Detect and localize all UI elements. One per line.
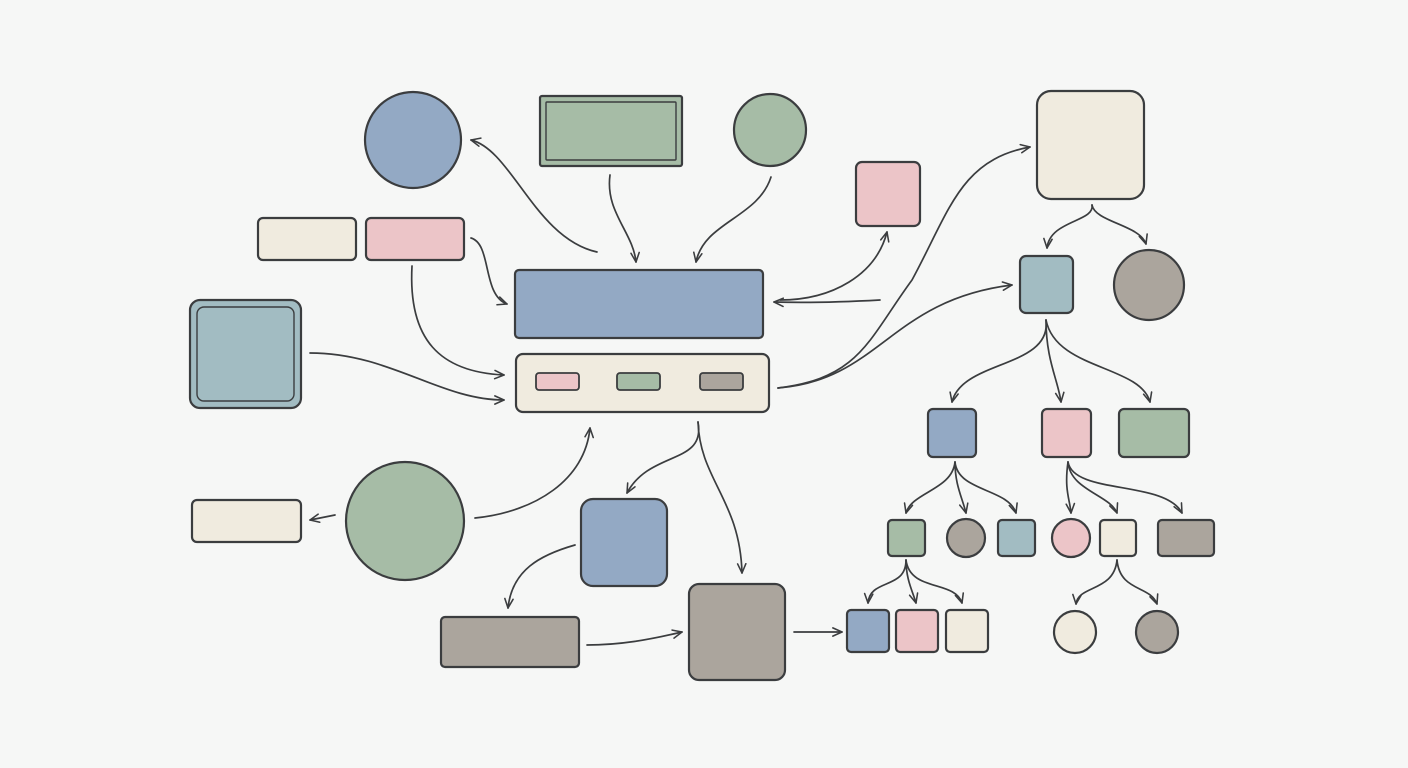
- connector-arrow: [863, 559, 907, 604]
- connector-arrow: [777, 281, 1013, 389]
- connector-arrow: [905, 559, 965, 604]
- node-leaf-green: [886, 518, 927, 558]
- connector-arrow: [309, 352, 505, 405]
- connector-arrow: [1091, 204, 1148, 245]
- node-hub-chip-green: [616, 372, 661, 391]
- node-leaf-teal: [996, 518, 1037, 558]
- node-small-cream-bottom: [944, 608, 990, 654]
- connector-arrow: [779, 231, 890, 301]
- connector-arrow: [1067, 461, 1183, 514]
- node-hub-chip-pink: [535, 372, 580, 391]
- node-hub-chip-taupe: [699, 372, 744, 391]
- node-pill-cream-bottomleft: [190, 498, 303, 544]
- connector-arrow: [903, 461, 956, 514]
- connector-arrow: [470, 237, 508, 306]
- node-leaf-cream: [1098, 518, 1138, 558]
- node-hub-blue: [513, 268, 765, 340]
- node-leaf-circle-cream: [1052, 609, 1098, 655]
- node-circle-green-bottom: [344, 460, 466, 582]
- node-square-teal-right: [1018, 254, 1075, 315]
- node-hub-cream: [514, 352, 771, 414]
- node-tree-green: [1117, 407, 1191, 459]
- connector-arrow: [773, 297, 881, 308]
- connector-arrow: [954, 461, 969, 514]
- connector-arrow: [697, 421, 747, 574]
- connector-arrow: [586, 629, 683, 646]
- connector-arrow: [504, 544, 576, 609]
- connector-arrow: [410, 265, 505, 380]
- node-tree-pink: [1040, 407, 1093, 459]
- node-square-teal-left: [188, 298, 303, 410]
- connector-arrow: [470, 137, 598, 253]
- connector-arrow: [309, 513, 336, 524]
- node-square-taupe-bottom: [687, 582, 787, 682]
- node-square-pink-mid: [854, 160, 922, 228]
- connector-arrow: [1043, 204, 1093, 249]
- node-square-blue-bottom: [579, 497, 669, 588]
- connector-arrow: [1072, 559, 1118, 605]
- connector-arrow: [1045, 319, 1153, 403]
- connector-arrow: [1045, 319, 1065, 403]
- node-leaf-circle-taupe: [945, 517, 987, 559]
- node-pill-taupe-bottom: [439, 615, 581, 669]
- connector-arrow: [954, 461, 1018, 514]
- connector-arrow: [474, 427, 594, 519]
- connectors: [309, 137, 1183, 646]
- connector-arrow: [1116, 559, 1159, 605]
- node-leaf-circle-taupe-2: [1134, 609, 1180, 655]
- connector-arrow: [777, 143, 1031, 389]
- node-circle-blue-top: [363, 90, 463, 190]
- node-tree-blue: [926, 407, 978, 459]
- node-pill-pink-left: [364, 216, 466, 262]
- connector-arrow: [626, 421, 700, 494]
- connector-arrow: [692, 176, 772, 263]
- node-leaf-taupe: [1156, 518, 1216, 558]
- node-circle-green-top: [732, 92, 808, 168]
- node-square-cream-topright: [1035, 89, 1146, 201]
- connector-arrow: [1067, 461, 1119, 514]
- connector-arrow: [1065, 461, 1076, 514]
- node-circle-taupe-right: [1112, 248, 1186, 322]
- node-leaf-circle-pink: [1050, 517, 1092, 559]
- node-rect-green-top: [538, 94, 684, 168]
- connector-arrow: [608, 174, 640, 263]
- nodes: [188, 89, 1216, 682]
- node-pill-cream-left: [256, 216, 358, 262]
- node-small-pink-bottom: [894, 608, 940, 654]
- node-small-blue-bottom: [845, 608, 891, 654]
- connector-arrow: [949, 319, 1047, 403]
